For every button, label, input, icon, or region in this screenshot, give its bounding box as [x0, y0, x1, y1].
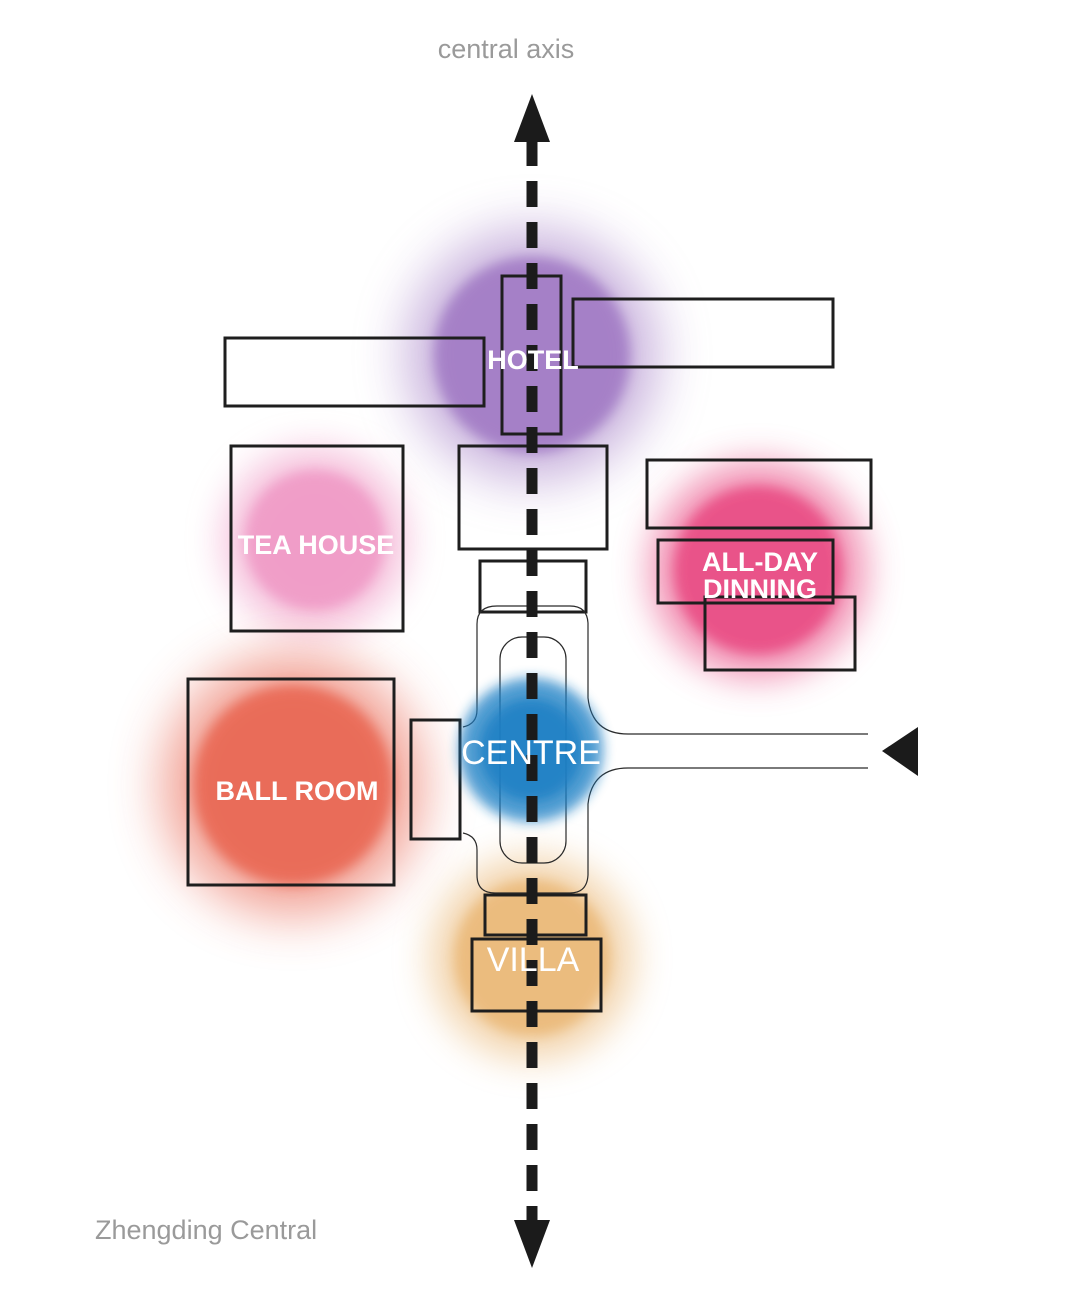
ball-room-label: BALL ROOM	[216, 776, 379, 806]
villa-label: VILLA	[487, 941, 580, 979]
zone-labels: HOTEL TEA HOUSE ALL-DAY DINNING BALL ROO…	[216, 345, 819, 979]
centre-halo	[459, 678, 603, 822]
ball-room-halo	[163, 655, 423, 915]
dinning-building-top	[645, 458, 873, 530]
ball-room-building	[186, 677, 396, 887]
ball-room-annex	[409, 718, 462, 841]
axis-caption: central axis	[438, 34, 575, 64]
hotel-east-wing	[571, 297, 835, 369]
entrance-arrow	[882, 727, 918, 776]
central-axis	[514, 94, 550, 1268]
hotel-label: HOTEL	[487, 345, 579, 375]
project-caption: Zhengding Central	[95, 1215, 317, 1245]
tea-house-halo	[223, 448, 407, 632]
zone-halos	[163, 230, 866, 1060]
axis-arrow-up	[514, 94, 550, 142]
centre-label: CENTRE	[461, 734, 601, 772]
tea-house-label: TEA HOUSE	[238, 530, 395, 560]
villa-halo	[430, 856, 634, 1060]
dinning-building-low	[703, 595, 857, 672]
axis-arrow-down	[514, 1220, 550, 1268]
all-day-dinning-label-line1: ALL-DAY	[702, 547, 818, 577]
dinning-building-mid	[656, 538, 835, 605]
all-day-dinning-label-line2: DINNING	[703, 574, 817, 604]
tea-house-building	[229, 444, 405, 633]
hotel-west-wing	[223, 336, 486, 408]
